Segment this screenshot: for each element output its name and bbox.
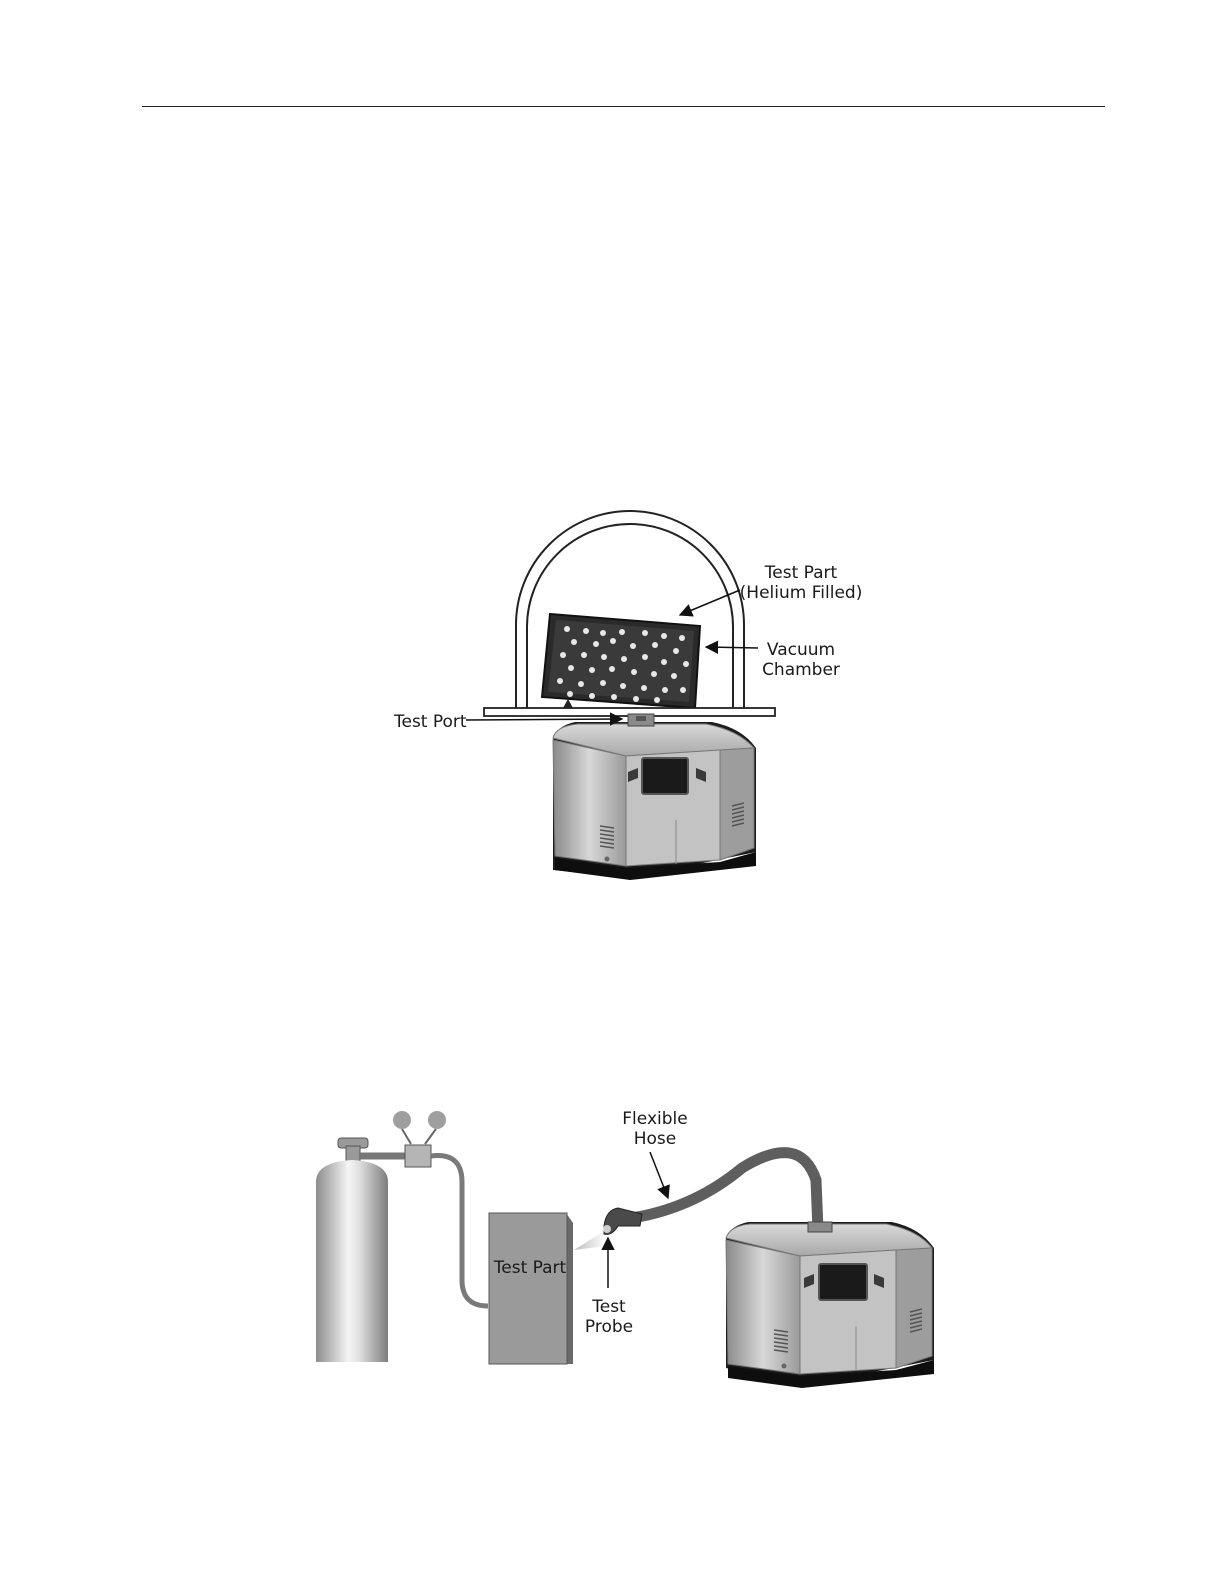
pressure-gauge-icon [393,1111,411,1129]
supply-hose [431,1156,488,1306]
label-probe: Probe [585,1317,633,1337]
label-chamber: Chamber [762,660,840,680]
regulator-with-gauges [360,1111,446,1167]
label-helium-filled: (Helium Filled) [740,583,863,603]
flexible-hose [632,1153,818,1230]
label-flexible: Flexible [622,1109,687,1129]
leak-detector-unit-1 [553,714,756,880]
display-screen [642,758,688,794]
test-port-arrow [466,719,622,720]
test-part-box [489,1213,573,1364]
label-vacuum: Vacuum [767,640,835,660]
label-test-part: Test Part [764,563,838,583]
flexible-hose-arrow [650,1152,668,1198]
pressure-gauge-icon [428,1111,446,1129]
test-part-helium-filled [542,614,700,708]
label-test-part-box: Test Part [493,1258,567,1278]
figure-vacuum-chamber: Test Part (Helium Filled) Vacuum Chamber… [393,511,862,880]
helium-cylinder [316,1138,388,1362]
helium-spray [574,1230,606,1250]
leak-detector-unit-2 [726,1222,934,1388]
figure-sniffer-test: Flexible Hose Test Part Test Probe [316,1109,934,1388]
label-hose: Hose [634,1129,677,1149]
display-screen [819,1264,867,1300]
label-test: Test [591,1297,626,1317]
vacuum-chamber-arrow [706,647,758,648]
label-test-port: Test Port [393,712,467,732]
